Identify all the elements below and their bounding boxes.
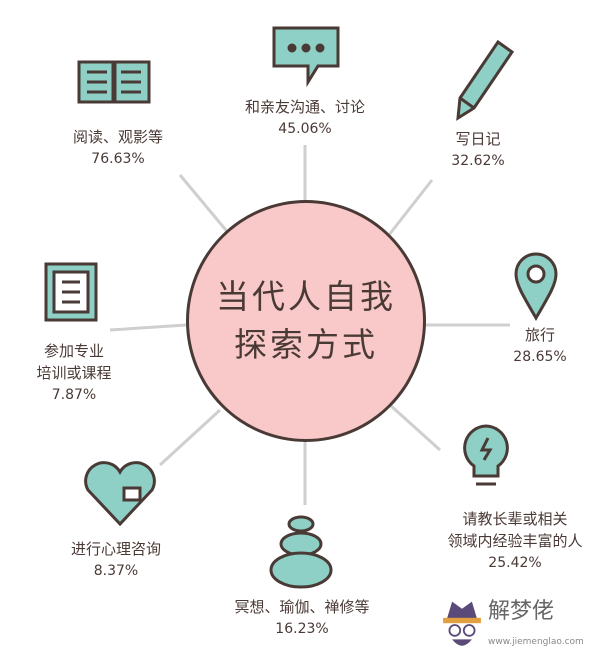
- heart-icon: [84, 461, 156, 527]
- item-label: 阅读、观影等: [72, 128, 164, 146]
- item-reading: 阅读、观影等 76.63%: [73, 126, 163, 170]
- item-percent: 25.42%: [488, 555, 542, 571]
- item-label: 冥想、瑜伽、禅修等: [234, 598, 370, 616]
- center-title-line: 探索方式: [234, 325, 378, 364]
- item-percent: 16.23%: [275, 621, 329, 637]
- item-label: 培训或课程: [36, 364, 112, 382]
- item-label: 和亲友沟通、讨论: [244, 98, 366, 116]
- item-label: 旅行: [524, 326, 556, 344]
- item-label: 请教长辈或相关: [462, 510, 568, 528]
- stacked-stones-icon: [269, 515, 333, 589]
- connector-line: [383, 179, 434, 241]
- item-percent: 32.62%: [451, 153, 505, 169]
- item-label: 写日记: [455, 130, 501, 148]
- map-pin-icon: [514, 252, 558, 321]
- connector-line: [178, 174, 232, 236]
- watermark-url: www.jiemenglao.com: [488, 637, 584, 647]
- watermark-name: 解梦佬: [488, 599, 555, 624]
- item-counseling: 进行心理咨询 8.37%: [71, 538, 161, 582]
- connector-line: [388, 403, 442, 452]
- item-percent: 7.87%: [51, 387, 97, 403]
- watermark: 解梦佬 www.jiemenglao.com: [440, 598, 590, 654]
- center-title-circle: 当代人自我 探索方式: [186, 200, 426, 442]
- connector-line: [109, 323, 187, 332]
- item-percent: 28.65%: [513, 349, 567, 365]
- item-consult-elders: 请教长辈或相关领域内经验丰富的人 25.42%: [447, 508, 582, 574]
- item-travel: 旅行 28.65%: [513, 324, 566, 368]
- item-label: 进行心理咨询: [70, 540, 162, 558]
- item-percent: 76.63%: [91, 151, 145, 167]
- chat-bubble-icon: [272, 26, 340, 88]
- mascot-logo-icon: [443, 601, 481, 646]
- pencil-icon: [456, 39, 515, 121]
- item-communicate: 和亲友沟通、讨论 45.06%: [245, 96, 365, 140]
- item-label: 领域内经验丰富的人: [447, 532, 583, 550]
- clipboard-icon: [44, 262, 98, 322]
- item-meditation: 冥想、瑜伽、禅修等 16.23%: [234, 596, 369, 640]
- connector-line: [158, 408, 222, 467]
- item-percent: 45.06%: [278, 121, 332, 137]
- item-label: 参加专业: [43, 342, 105, 360]
- item-percent: 8.37%: [93, 563, 139, 579]
- item-training: 参加专业培训或课程 7.87%: [36, 340, 111, 406]
- lightbulb-icon: [463, 424, 509, 486]
- book-icon: [77, 60, 151, 104]
- item-diary: 写日记 32.62%: [451, 128, 504, 172]
- center-title-line: 当代人自我: [216, 277, 396, 316]
